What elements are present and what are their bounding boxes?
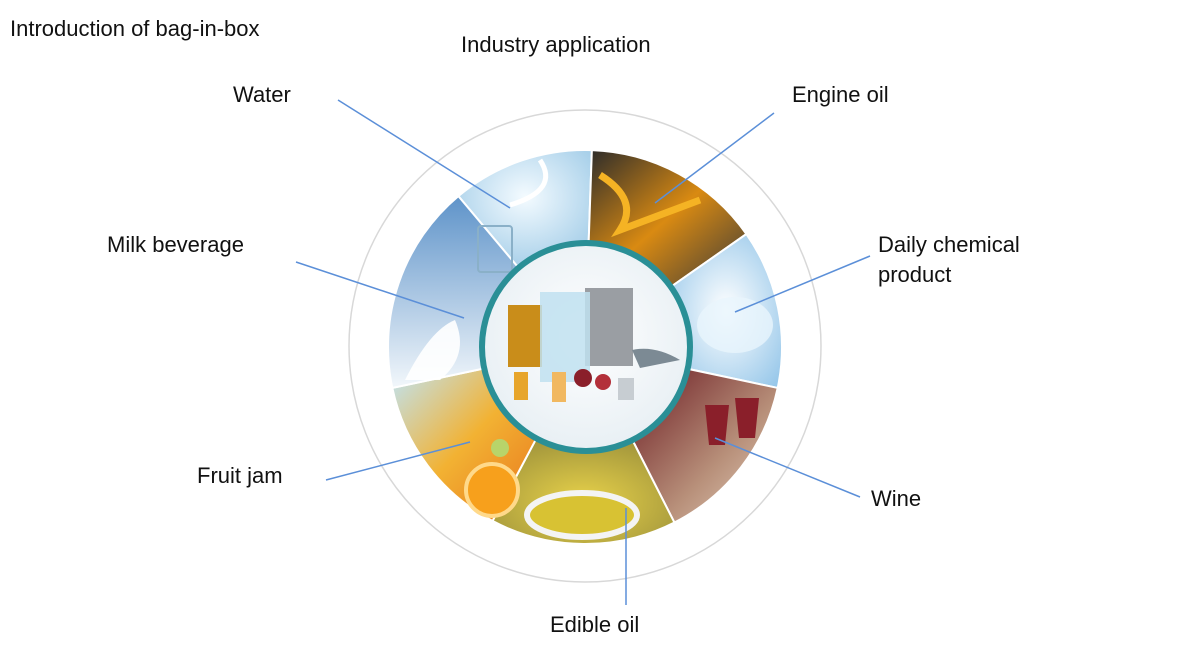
oil-stream-icon [598, 172, 702, 238]
hub-drink-icon [595, 374, 611, 390]
juice-bottle-icon [514, 372, 528, 400]
segment-illustrations [405, 158, 773, 540]
juice-glass-icon [552, 372, 566, 402]
grape-icon [491, 439, 509, 457]
hub-wine-glass-icon [574, 369, 592, 387]
can-icon [618, 378, 634, 400]
leader-line-milk-beverage [295, 261, 465, 319]
leader-line-daily-chemical [734, 255, 871, 313]
section-title: Industry application [461, 32, 651, 57]
label-fruit-jam: Fruit jam [197, 463, 283, 488]
milk-splash-icon [405, 320, 460, 380]
label-milk-beverage: Milk beverage [107, 232, 244, 257]
leader-line-fruit-jam [325, 441, 471, 481]
leader-lines [295, 99, 871, 605]
leader-line-water [337, 99, 511, 209]
oil-bowl-icon [524, 490, 640, 540]
hub [479, 240, 693, 454]
label-water: Water [233, 82, 291, 107]
outer-ring [348, 109, 822, 583]
label-engine-oil: Engine oil [792, 82, 889, 107]
page-title: Introduction of bag-in-box [10, 16, 260, 41]
dispenser-icon [585, 288, 633, 366]
water-glass-icon [477, 225, 513, 273]
label-edible-oil: Edible oil [550, 612, 640, 637]
lotion-drop-icon [697, 297, 773, 353]
wine-glass-icon [705, 398, 759, 445]
label-wine: Wine [871, 486, 922, 511]
water-cube-icon [540, 292, 590, 382]
bag-box-icon [508, 305, 542, 367]
spray-icon [632, 348, 680, 368]
water-splash-icon [509, 158, 549, 208]
label-daily-chemical-product: Daily chemical product [878, 232, 1020, 287]
orange-slice-icon [464, 462, 520, 518]
leader-line-wine [714, 437, 861, 498]
leader-line-engine-oil [654, 112, 775, 204]
